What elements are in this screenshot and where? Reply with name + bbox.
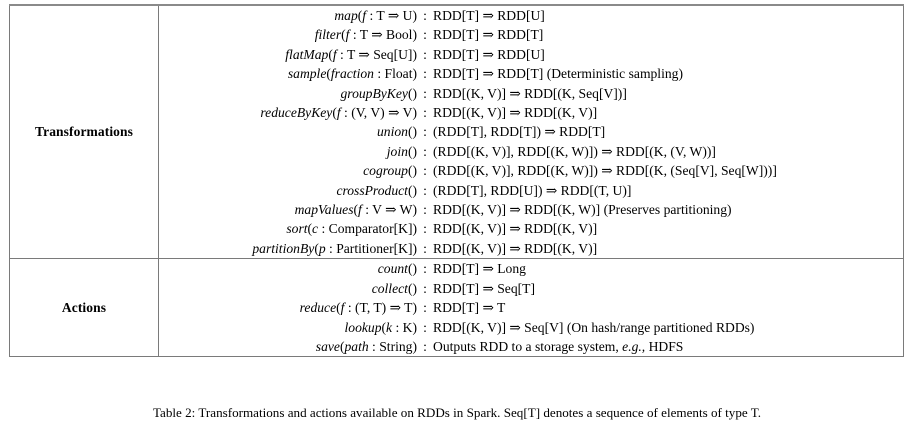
op-type-signature: RDD[T] ⇒ Seq[T]	[433, 280, 535, 296]
table-row: sample(fraction : Float): RDD[T] ⇒ RDD[T]…	[159, 64, 903, 83]
op-colon-separator: :	[423, 261, 427, 277]
rdd-operations-table: Transformations map(f : T ⇒ U): RDD[T] ⇒ …	[9, 4, 904, 358]
op-type-signature: RDD[T] ⇒ RDD[T] (Deterministic sampling)	[433, 66, 683, 82]
op-colon-separator: :	[423, 182, 427, 198]
table-row: partitionBy(p : Partitioner[K]): RDD[(K, …	[159, 239, 903, 258]
table-caption: Table 2: Transformations and actions ava…	[0, 404, 914, 421]
op-signature: sort(c : Comparator[K])	[286, 221, 417, 237]
table-row: collect(): RDD[T] ⇒ Seq[T]	[159, 279, 903, 298]
op-signature: lookup(k : K)	[344, 319, 418, 335]
op-signature: collect()	[371, 280, 417, 296]
op-signature: crossProduct()	[336, 182, 417, 198]
table-row: lookup(k : K): RDD[(K, V)] ⇒ Seq[V] (On h…	[159, 318, 903, 337]
table-2-container: Transformations map(f : T ⇒ U): RDD[T] ⇒ …	[9, 4, 904, 358]
op-signature: flatMap(f : T ⇒ Seq[U])	[285, 46, 417, 62]
table-row: flatMap(f : T ⇒ Seq[U]): RDD[T] ⇒ RDD[U]	[159, 45, 903, 64]
op-signature: groupByKey()	[340, 85, 417, 101]
op-type-signature: (RDD[(K, V)], RDD[(K, W)]) ⇒ RDD[(K, (V,…	[433, 143, 716, 159]
table-row: sort(c : Comparator[K]): RDD[(K, V)] ⇒ RD…	[159, 219, 903, 238]
op-type-signature: RDD[(K, V)] ⇒ RDD[(K, W)] (Preserves par…	[433, 202, 732, 218]
op-type-signature: RDD[T] ⇒ Long	[433, 261, 526, 277]
section-label-actions: Actions	[9, 258, 159, 358]
table-row: reduce(f : (T, T) ⇒ T): RDD[T] ⇒ T	[159, 298, 903, 317]
op-colon-separator: :	[423, 85, 427, 101]
op-signature: count()	[377, 261, 417, 277]
op-type-signature: RDD[(K, V)] ⇒ RDD[(K, V)]	[433, 240, 598, 256]
op-colon-separator: :	[423, 338, 427, 354]
section-rows-actions: count(): RDD[T] ⇒ Long collect(): RDD[T] ⇒ …	[158, 258, 904, 358]
op-type-signature: (RDD[T], RDD[U]) ⇒ RDD[(T, U)]	[433, 182, 632, 198]
op-type-signature: RDD[T] ⇒ RDD[T]	[433, 27, 544, 43]
table-row: crossProduct(): (RDD[T], RDD[U]) ⇒ RDD[(T…	[159, 181, 903, 200]
op-signature: union()	[376, 124, 417, 140]
op-colon-separator: :	[423, 280, 427, 296]
op-colon-separator: :	[423, 240, 427, 256]
section-label-transformations: Transformations	[9, 4, 159, 259]
section-rows-transformations: map(f : T ⇒ U): RDD[T] ⇒ RDD[U] filter(f :…	[158, 4, 904, 259]
op-type-signature: RDD[(K, V)] ⇒ RDD[(K, V)]	[433, 105, 598, 121]
op-signature: sample(fraction : Float)	[287, 66, 417, 82]
op-colon-separator: :	[423, 66, 427, 82]
op-colon-separator: :	[423, 27, 427, 43]
op-colon-separator: :	[423, 319, 427, 335]
table-row: reduceByKey(f : (V, V) ⇒ V): RDD[(K, V)] …	[159, 103, 903, 122]
op-signature: cogroup()	[363, 163, 417, 179]
op-colon-separator: :	[423, 105, 427, 121]
op-colon-separator: :	[423, 8, 427, 23]
transformations-op-list: map(f : T ⇒ U): RDD[T] ⇒ RDD[U] filter(f :…	[159, 6, 903, 258]
op-colon-separator: :	[423, 163, 427, 179]
op-signature: save(path : String)	[315, 338, 417, 354]
table-row: save(path : String): Outputs RDD to a sto…	[159, 337, 903, 356]
op-type-signature: Outputs RDD to a storage system, e.g., H…	[433, 338, 684, 354]
op-colon-separator: :	[423, 124, 427, 140]
op-type-signature: RDD[T] ⇒ RDD[U]	[433, 46, 545, 62]
op-type-signature: RDD[T] ⇒ T	[433, 300, 506, 316]
op-signature: join()	[386, 143, 417, 159]
table-row: cogroup(): (RDD[(K, V)], RDD[(K, W)]) ⇒ R…	[159, 161, 903, 180]
table-caption-text: Table 2: Transformations and actions ava…	[152, 405, 762, 420]
op-signature: reduceByKey(f : (V, V) ⇒ V)	[260, 105, 417, 121]
table-section-actions: Actions count(): RDD[T] ⇒ Long collect(): R…	[9, 258, 904, 358]
table-row: mapValues(f : V ⇒ W): RDD[(K, V)] ⇒ RDD[(…	[159, 200, 903, 219]
op-type-signature: RDD[(K, V)] ⇒ RDD[(K, Seq[V])]	[433, 85, 627, 101]
op-type-signature: RDD[T] ⇒ RDD[U]	[433, 8, 545, 23]
op-colon-separator: :	[423, 202, 427, 218]
op-colon-separator: :	[423, 46, 427, 62]
op-signature: reduce(f : (T, T) ⇒ T)	[299, 300, 417, 316]
op-type-signature: RDD[(K, V)] ⇒ RDD[(K, V)]	[433, 221, 598, 237]
op-signature: filter(f : T ⇒ Bool)	[314, 27, 417, 43]
op-type-signature: (RDD[(K, V)], RDD[(K, W)]) ⇒ RDD[(K, (Se…	[433, 163, 777, 179]
table-row: join(): (RDD[(K, V)], RDD[(K, W)]) ⇒ RDD[…	[159, 142, 903, 161]
op-type-signature: (RDD[T], RDD[T]) ⇒ RDD[T]	[433, 124, 606, 140]
op-colon-separator: :	[423, 221, 427, 237]
op-colon-separator: :	[423, 300, 427, 316]
actions-op-list: count(): RDD[T] ⇒ Long collect(): RDD[T] ⇒ …	[159, 259, 903, 356]
table-row: count(): RDD[T] ⇒ Long	[159, 259, 903, 278]
table-section-transformations: Transformations map(f : T ⇒ U): RDD[T] ⇒ …	[9, 4, 904, 259]
table-row: groupByKey(): RDD[(K, V)] ⇒ RDD[(K, Seq[V…	[159, 84, 903, 103]
op-type-signature: RDD[(K, V)] ⇒ Seq[V] (On hash/range part…	[433, 319, 755, 335]
op-signature: partitionBy(p : Partitioner[K])	[252, 240, 417, 256]
table-row: filter(f : T ⇒ Bool): RDD[T] ⇒ RDD[T]	[159, 25, 903, 44]
op-signature: map(f : T ⇒ U)	[334, 8, 417, 23]
op-colon-separator: :	[423, 143, 427, 159]
op-signature: mapValues(f : V ⇒ W)	[294, 202, 417, 218]
table-row: union(): (RDD[T], RDD[T]) ⇒ RDD[T]	[159, 122, 903, 141]
table-row: map(f : T ⇒ U): RDD[T] ⇒ RDD[U]	[159, 6, 903, 25]
